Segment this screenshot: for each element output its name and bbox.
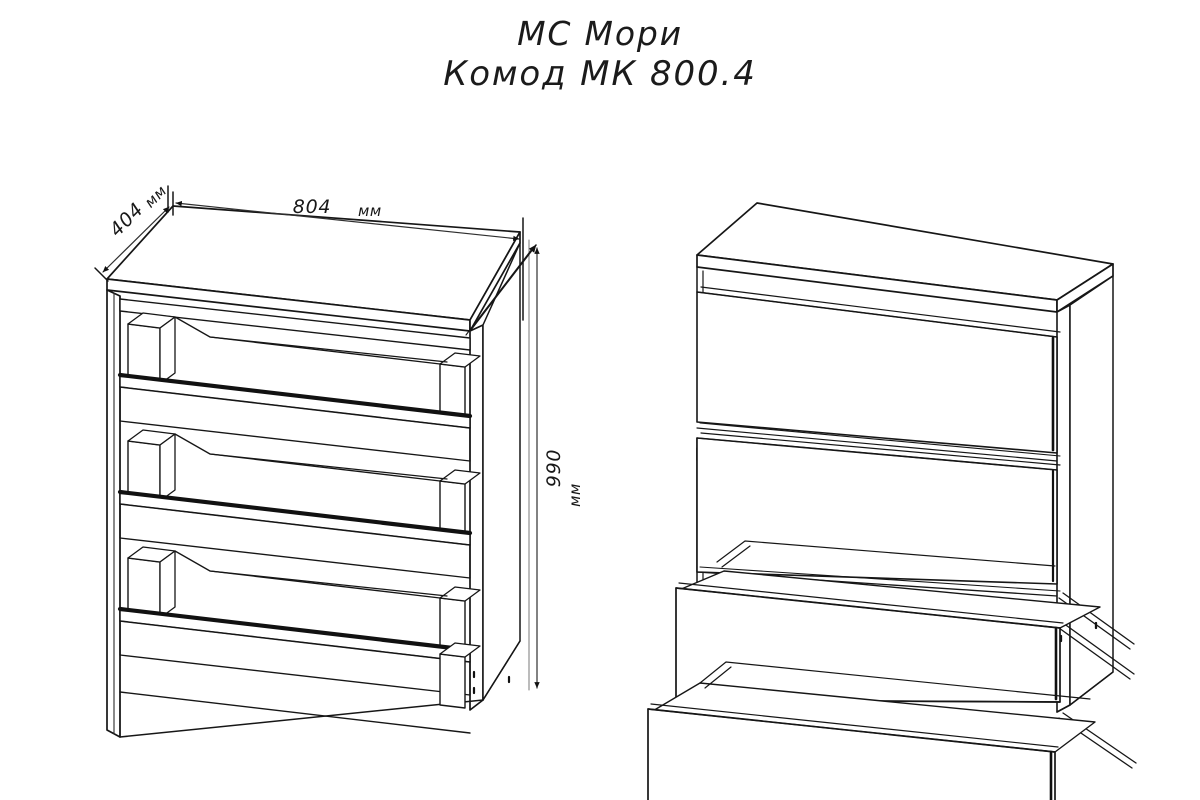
dimension-height-value: 990 bbox=[543, 449, 565, 488]
dimension-depth-unit: мм bbox=[141, 182, 171, 212]
left-side-panel bbox=[106, 289, 121, 738]
drawer-4-open bbox=[647, 661, 1137, 800]
horizontal-shelf-3 bbox=[117, 606, 473, 696]
left-view-carcass: 804 мм 404 мм bbox=[94, 182, 584, 738]
carcass-bottom-edge bbox=[1056, 671, 1114, 713]
right-view-assembled bbox=[647, 202, 1137, 800]
dimension-width-value: 804 bbox=[293, 196, 332, 218]
dimension-height-unit: мм bbox=[566, 483, 584, 507]
drawer-front-2-closed bbox=[696, 432, 1061, 585]
dowel-marks bbox=[472, 670, 511, 695]
top-panel-assembled bbox=[696, 202, 1114, 313]
bottom-panel bbox=[119, 691, 471, 734]
horizontal-shelf-2 bbox=[117, 489, 473, 579]
drawer-3-open bbox=[675, 570, 1135, 703]
shelf-level-4 bbox=[439, 642, 481, 709]
dimension-height: 990 мм bbox=[465, 239, 584, 691]
dimension-width-unit: мм bbox=[358, 202, 382, 220]
drawer-front-1-closed bbox=[696, 286, 1061, 454]
drawer-gap-1 bbox=[696, 422, 1061, 462]
dimension-width: 804 мм bbox=[172, 191, 524, 321]
horizontal-shelf-1 bbox=[117, 372, 473, 462]
dimension-depth-value: 404 bbox=[105, 198, 148, 241]
